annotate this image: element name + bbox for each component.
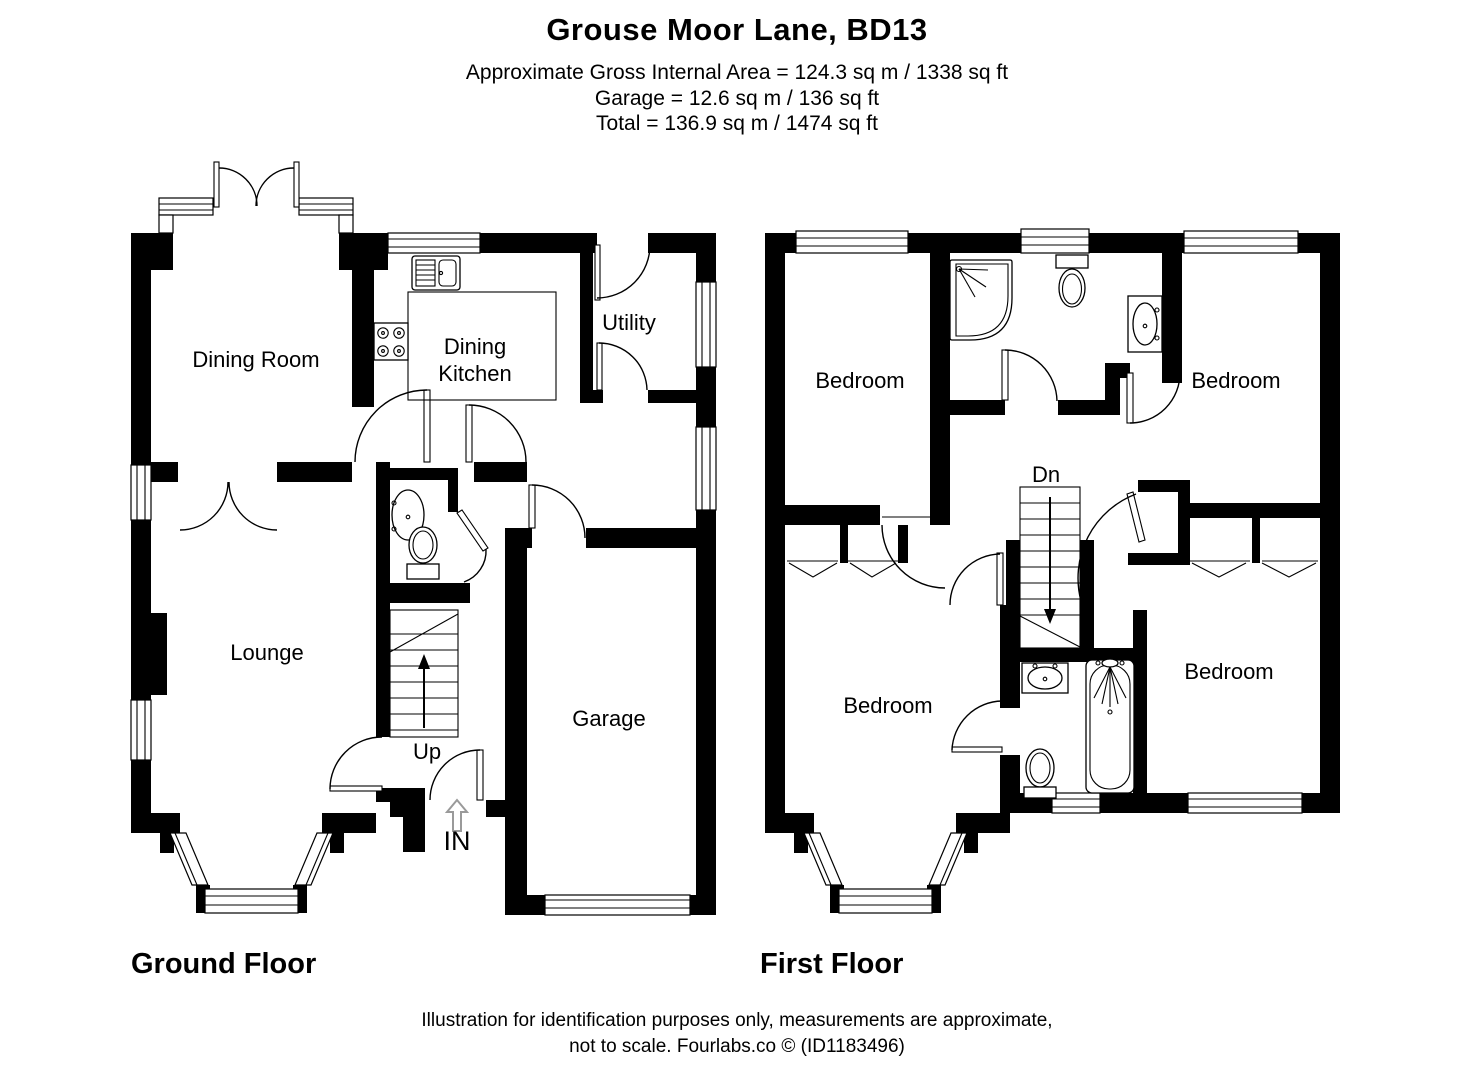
door-lounge	[329, 736, 383, 792]
disclaimer-line-1: Illustration for identification purposes…	[421, 1010, 1053, 1031]
stairs-up	[389, 609, 459, 738]
window-utility	[695, 281, 717, 368]
room-label-garage: Garage	[572, 706, 645, 731]
toilet-bottom-icon	[1023, 748, 1057, 799]
window-bedroom-tl	[795, 230, 909, 254]
door-dining-hall	[354, 389, 431, 463]
toilet-top-icon	[1055, 254, 1089, 308]
doors	[881, 349, 1181, 753]
basin-bottom-icon	[1021, 662, 1069, 694]
wardrobes	[787, 560, 1318, 578]
door-bedroom-bl	[949, 552, 1004, 606]
room-label-bedroom-br: Bedroom	[1184, 659, 1273, 684]
area-summary-line: Approximate Gross Internal Area = 124.3 …	[465, 61, 1009, 84]
kitchen-sink-icon	[411, 255, 461, 291]
entrance-label: IN	[444, 826, 471, 856]
door-entrance	[429, 749, 484, 801]
first-floor-label: First Floor	[760, 948, 904, 980]
double-doors-lounge	[179, 481, 278, 531]
stairs-down	[1019, 486, 1081, 649]
window-left-1	[130, 464, 152, 521]
total-area-line: Total = 136.9 sq m / 1474 sq ft	[596, 112, 878, 135]
door-bedroom-br	[1077, 493, 1137, 602]
window-dining-left	[158, 197, 214, 234]
window-bedroom-br	[1187, 792, 1303, 814]
door-kitchen-hall	[465, 404, 527, 463]
doors	[179, 161, 651, 801]
window-rear-hall	[695, 426, 717, 511]
window-bedroom-tr	[1183, 230, 1299, 254]
window-bathroom-top	[1020, 228, 1090, 254]
room-label-bedroom-bl: Bedroom	[843, 693, 932, 718]
walls	[765, 233, 1340, 913]
wc-toilet-icon	[406, 526, 440, 580]
garage-area-line: Garage = 12.6 sq m / 136 sq ft	[594, 87, 880, 110]
bay-window-bedroom-bl	[803, 832, 968, 914]
basin-top-icon	[1127, 295, 1163, 353]
door-bedroom-tr	[1126, 372, 1181, 424]
window-bathroom-bottom	[1051, 792, 1101, 814]
room-label-kitchen-1: Dining	[444, 334, 506, 359]
french-doors	[213, 161, 300, 208]
door-closet	[1126, 491, 1146, 543]
room-label-bedroom-tr: Bedroom	[1191, 368, 1280, 393]
room-label-lounge: Lounge	[230, 640, 303, 665]
window-left-2	[130, 699, 152, 761]
entrance-arrow-icon	[444, 798, 470, 832]
door-bathroom-bottom	[951, 700, 1003, 753]
ground-floor-plan: Dining Room Dining Kitchen Utility Loung…	[130, 161, 717, 916]
door-utility-internal	[596, 342, 648, 391]
room-label-kitchen-2: Kitchen	[438, 361, 511, 386]
room-label-bedroom-tl: Bedroom	[815, 368, 904, 393]
up-arrow-icon	[418, 654, 430, 728]
down-arrow-icon	[1044, 497, 1056, 624]
page-title: Grouse Moor Lane, BD13	[546, 12, 928, 47]
disclaimer-line-2: not to scale. Fourlabs.co © (ID1183496)	[569, 1036, 905, 1057]
stairs-label-dn: Dn	[1032, 462, 1060, 487]
fixtures	[373, 255, 557, 580]
windows	[795, 228, 1303, 914]
door-wc	[456, 509, 489, 583]
room-label-utility: Utility	[602, 310, 656, 335]
window-dining-right	[298, 197, 354, 234]
fixtures	[949, 254, 1163, 799]
bay-window-lounge	[169, 832, 334, 914]
door-utility-external	[594, 244, 651, 301]
window-kitchen	[387, 232, 481, 254]
walls	[131, 233, 716, 915]
door-garage	[528, 484, 586, 539]
stairs-label-up: Up	[413, 739, 441, 764]
shower-icon	[949, 259, 1013, 341]
garage-door	[544, 894, 691, 916]
wc-basin-icon	[391, 489, 425, 541]
door-bedroom-tl	[881, 516, 946, 589]
door-shower-room	[1001, 349, 1058, 402]
bath-icon	[1085, 658, 1135, 794]
room-label-dining: Dining Room	[192, 347, 319, 372]
ground-floor-label: Ground Floor	[131, 948, 317, 980]
windows	[130, 197, 717, 916]
first-floor-plan: Bedroom Bedroom Bedroom Bedroom Dn	[765, 228, 1340, 914]
hob-icon	[373, 322, 409, 361]
